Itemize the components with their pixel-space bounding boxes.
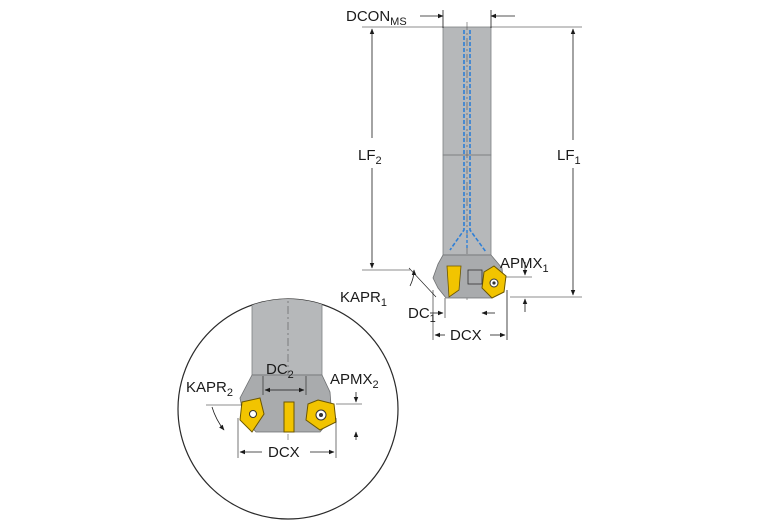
svg-text:APMX2: APMX2: [330, 371, 379, 391]
label-apmx2: APMX: [330, 371, 373, 388]
label-dcx-detail: DCX: [268, 444, 300, 461]
dimension-dcx-detail: DCX: [237, 418, 337, 461]
dimension-lf1: LF1: [491, 26, 582, 298]
svg-text:APMX1: APMX1: [500, 255, 549, 275]
svg-text:DCONMS: DCONMS: [346, 8, 407, 28]
label-lf2-sub: 2: [376, 155, 382, 167]
svg-text:KAPR2: KAPR2: [186, 379, 233, 399]
dimension-dc1: DC1: [408, 298, 495, 325]
insert-right: [481, 265, 507, 299]
label-apmx2-sub: 2: [373, 379, 379, 391]
label-apmx1: APMX: [500, 255, 543, 272]
svg-text:LF2: LF2: [358, 147, 382, 167]
dimension-dcon: DCONMS: [346, 8, 515, 28]
dimension-kapr2: KAPR2: [186, 379, 242, 431]
coolant-channel: [449, 30, 487, 253]
svg-text:KAPR1: KAPR1: [340, 289, 387, 309]
label-kapr1-sub: 1: [381, 297, 387, 309]
label-kapr2-sub: 2: [227, 387, 233, 399]
dimension-dcx-main: DCX: [432, 290, 508, 344]
tool-side-view: [432, 22, 507, 300]
label-lf1: LF: [557, 147, 575, 164]
label-apmx1-sub: 1: [543, 263, 549, 275]
dimension-apmx2: APMX2: [330, 371, 379, 440]
label-dcx-main: DCX: [450, 327, 482, 344]
label-kapr2: KAPR: [186, 379, 227, 396]
insert-left: [446, 265, 462, 298]
detail-view: DC2 KAPR2 APMX2 DCX: [177, 298, 399, 520]
label-dcon: DCON: [346, 8, 390, 25]
svg-text:DC2: DC2: [266, 361, 294, 381]
detail-shank: [251, 299, 323, 376]
detail-insert-middle: [283, 401, 295, 433]
dimension-kapr1: KAPR1: [340, 267, 437, 309]
label-dcon-sub: MS: [390, 16, 407, 28]
label-dc2: DC: [266, 361, 288, 378]
svg-text:LF1: LF1: [557, 147, 581, 167]
label-kapr1: KAPR: [340, 289, 381, 306]
dimension-dc2: DC2: [262, 361, 307, 395]
dimension-apmx1: APMX1: [500, 255, 549, 312]
detail-insert-right: [305, 399, 337, 431]
dimension-lf2: LF2: [358, 26, 443, 271]
label-lf2: LF: [358, 147, 376, 164]
svg-text:DC1: DC1: [408, 305, 436, 325]
detail-insert-left: [239, 397, 265, 433]
label-lf1-sub: 1: [575, 155, 581, 167]
label-dc2-sub: 2: [288, 369, 294, 381]
label-dc1: DC: [408, 305, 430, 322]
